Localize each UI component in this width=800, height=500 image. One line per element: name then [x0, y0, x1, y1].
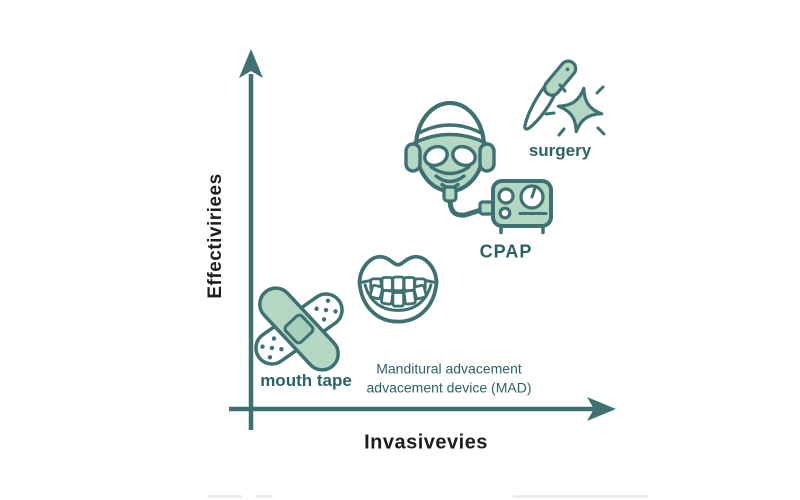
cpap-mask-machine-icon [404, 101, 553, 235]
machine-feet [499, 224, 545, 235]
scalpel-handle [543, 59, 578, 97]
scalpel-sparkle-icon [523, 59, 606, 137]
surgery-label: surgery [528, 141, 592, 160]
mad-label-line1: Manditural advacement [376, 360, 522, 377]
mouth-tape-label: mouth tape [260, 371, 352, 390]
left-ear-strap [404, 142, 422, 173]
lower-teeth [368, 283, 428, 308]
bandage-over [258, 286, 340, 372]
axes [229, 74, 594, 430]
cpap-label: CPAP [479, 241, 533, 262]
bottom-edge-artifact [207, 495, 242, 498]
cpap-tube [447, 196, 487, 218]
right-ear-strap [478, 142, 496, 173]
cpap-machine [478, 179, 553, 235]
mask-chin-port [442, 185, 458, 203]
machine-dial-hand [530, 186, 537, 199]
bandage-dots [260, 298, 338, 360]
mask-left-eye [423, 144, 449, 168]
cpap-mask-head [404, 101, 496, 203]
scalpel-blade [523, 86, 556, 131]
y-axis-label: Effectiviriees [205, 173, 226, 299]
x-axis-label: Invasivevies [364, 431, 488, 454]
machine-knob-large [497, 187, 515, 205]
bottom-edge-artifact [513, 495, 648, 498]
four-point-star [556, 86, 604, 134]
mask-right-eye [451, 144, 477, 168]
bottom-edge-artifact [255, 495, 273, 498]
sparkle-star-icon [544, 83, 606, 137]
scalpel-handle-dot [565, 67, 570, 72]
y-axis-arrowhead [239, 49, 263, 78]
machine-knob-small [498, 206, 512, 220]
mad-label-line2: advacement device (MAD) [366, 379, 532, 395]
scalpel-icon [523, 59, 578, 131]
mad-label: Manditural advacement advacement device … [367, 360, 532, 397]
sparkle-ticks [544, 83, 606, 137]
x-axis-arrowhead [587, 397, 616, 421]
crossed-bandages-icon [254, 286, 344, 372]
open-mouth-icon [357, 254, 439, 324]
